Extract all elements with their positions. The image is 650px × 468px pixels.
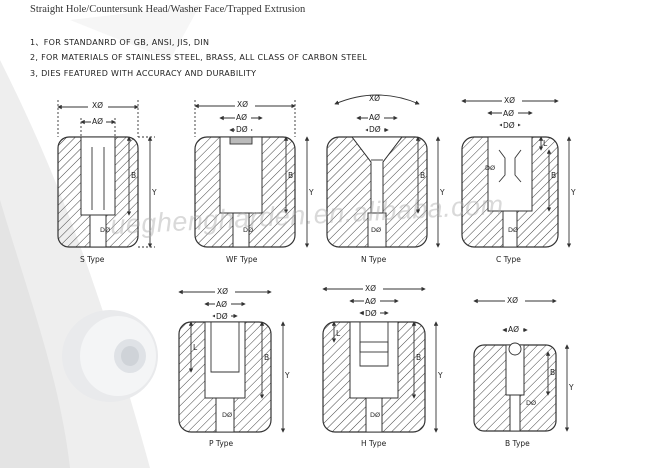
wf-x-label: XØ (237, 100, 248, 109)
h-y-label: Y (437, 371, 443, 380)
h-d-label-top: DØ (365, 309, 377, 318)
h-type-caption: H Type (361, 439, 387, 448)
h-b-label: B (416, 353, 421, 362)
n-type-caption: N Type (361, 255, 387, 264)
c-b-label: B (551, 171, 556, 180)
n-x-label: XØ (369, 94, 380, 103)
diagram-n-type (326, 94, 441, 248)
n-y-label: Y (439, 188, 445, 197)
diagram-h-type (322, 286, 439, 433)
n-d-label: DØ (371, 226, 381, 234)
s-type-caption: S Type (80, 255, 105, 264)
s-a-label: AØ (92, 117, 103, 126)
p-d-label-top: DØ (216, 312, 228, 321)
p-type-caption: P Type (209, 439, 234, 448)
wf-a-label: AØ (236, 113, 247, 122)
h-a-label: AØ (365, 297, 376, 306)
h-x-label: XØ (365, 284, 376, 293)
wf-y-label: Y (308, 188, 314, 197)
wf-d-label-top: DØ (236, 125, 248, 134)
diagram-wf-type (194, 100, 310, 248)
s-d-label: DØ (100, 226, 110, 234)
c-d-label-top: DØ (503, 121, 515, 130)
b-a-label: AØ (508, 325, 519, 334)
feature-item-3: 3, DIES FEATURED WITH ACCURACY AND DURAB… (30, 69, 257, 78)
p-l-label: L (193, 343, 198, 352)
b-d-label: DØ (526, 399, 536, 407)
p-x-label: XØ (217, 287, 228, 296)
die-photo (62, 310, 158, 402)
diagram-s-type (57, 100, 155, 248)
c-y-label: Y (570, 188, 576, 197)
wf-type-caption: WF Type (226, 255, 258, 264)
h-d-label: DØ (370, 411, 380, 419)
b-b-label: B (550, 368, 555, 377)
n-b-label: B (420, 171, 425, 180)
h-l-label: L (336, 329, 341, 338)
diagram-p-type (178, 289, 286, 433)
feature-item-1: 1、FOR STANDANRD OF GB, ANSI, JIS, DIN (30, 38, 210, 47)
c-type-caption: C Type (496, 255, 521, 264)
diagram-labels: XØ AØ DØ B Y S Type XØ AØ DØ DØ B Y WF T… (80, 94, 576, 448)
c-x-label: XØ (504, 96, 515, 105)
c-l-label: L (543, 139, 548, 148)
c-a-label: AØ (503, 109, 514, 118)
p-b-label: B (264, 353, 269, 362)
feature-item-2: 2, FOR MATERIALS OF STAINLESS STEEL, BRA… (30, 53, 367, 62)
c-d-label-mid: DØ (485, 164, 495, 172)
c-d-label: DØ (508, 226, 518, 234)
p-d-label: DØ (222, 411, 232, 419)
p-y-label: Y (284, 371, 290, 380)
b-type-caption: B Type (505, 439, 530, 448)
b-x-label: XØ (507, 296, 518, 305)
n-a-label: AØ (369, 113, 380, 122)
diagram-b-type (473, 298, 570, 432)
s-y-label: Y (151, 188, 157, 197)
s-x-label: XØ (92, 101, 103, 110)
diagram-c-type (461, 98, 572, 248)
n-d-label-top: DØ (369, 125, 381, 134)
wf-b-label: B (288, 171, 293, 180)
s-b-label: B (131, 171, 136, 180)
wf-d-label: DØ (243, 226, 253, 234)
p-a-label: AØ (216, 300, 227, 309)
b-y-label: Y (568, 383, 574, 392)
page-title: Straight Hole/Countersunk Head/Washer Fa… (30, 4, 306, 15)
